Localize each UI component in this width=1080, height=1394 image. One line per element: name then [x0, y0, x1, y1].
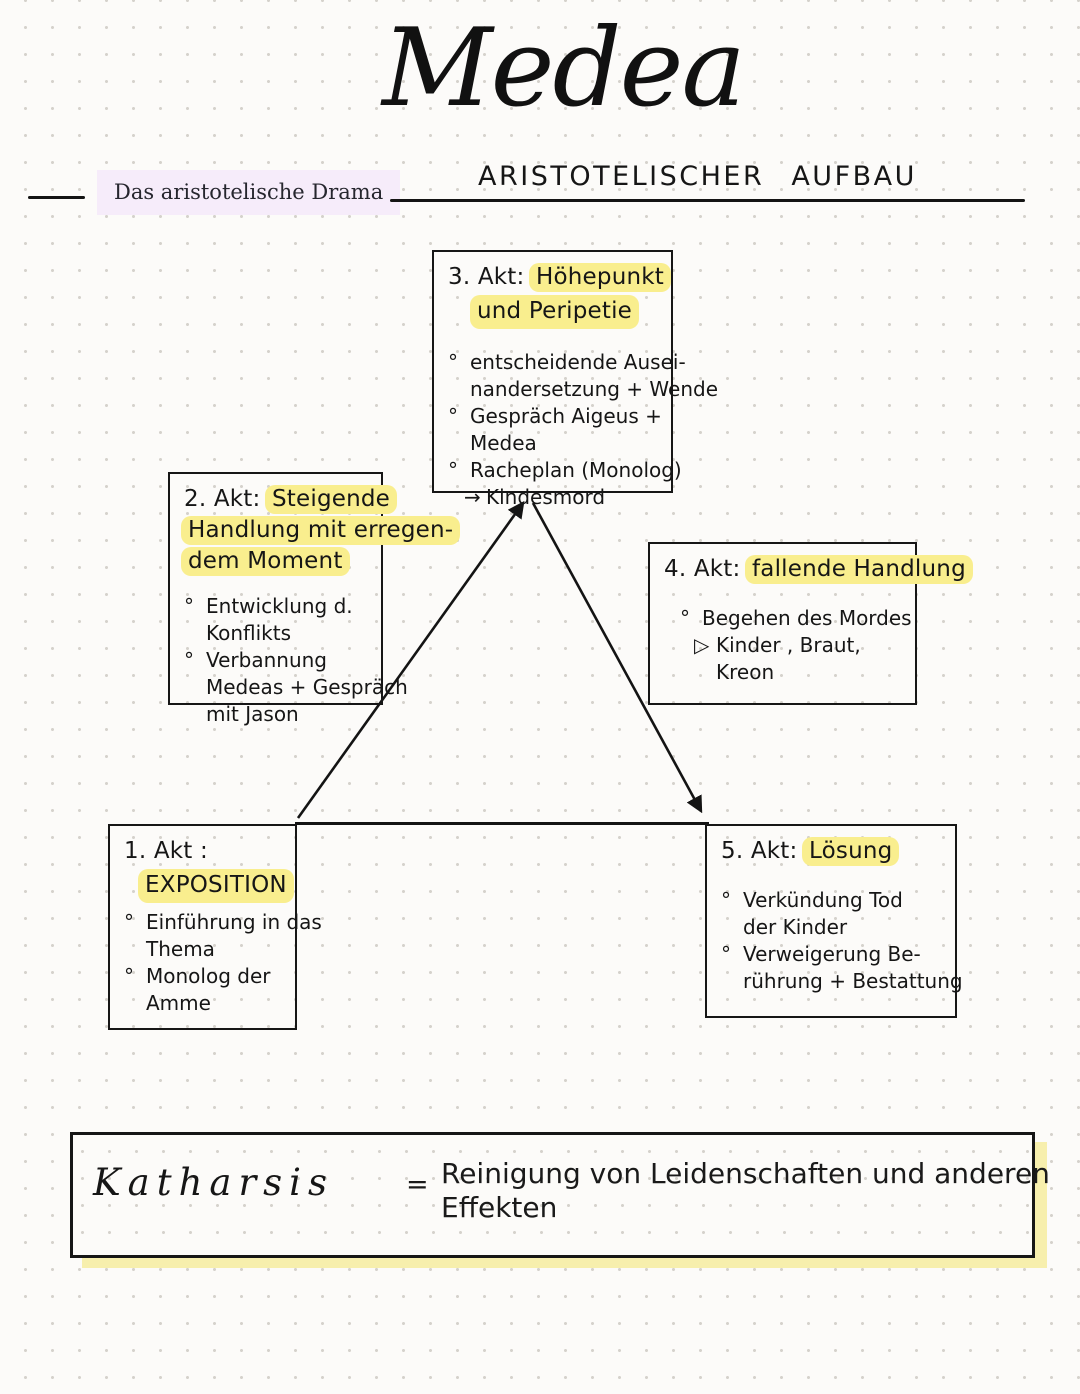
- act3-title: 3. Akt: Höhepunkt und Peripetie: [448, 262, 671, 329]
- bullet-icon: °: [184, 648, 194, 672]
- katharsis-definition: Reinigung von Leidenschaften und anderen…: [441, 1157, 1050, 1225]
- act3-highlight-line2: und Peripetie: [470, 295, 640, 329]
- arrow-right-icon: →: [464, 485, 481, 509]
- topic-label: Das aristotelische Drama: [97, 170, 401, 215]
- baseline-rule: [295, 822, 709, 825]
- note-line: →Kindesmord: [464, 485, 606, 509]
- katharsis-term: Katharsis: [93, 1161, 334, 1204]
- act4-prefix: 4. Akt:: [664, 556, 741, 582]
- act5-notes: °Verkündung Tod der Kinder °Verweigerung…: [721, 887, 963, 995]
- act2-title: 2. Akt: Steigende Handlung mit erregen- …: [181, 484, 461, 577]
- bullet-icon: °: [448, 458, 458, 482]
- bullet-icon: °: [184, 594, 194, 618]
- act1-box: 1. Akt : EXPOSITION °Einführung in das T…: [108, 824, 322, 1030]
- note-line: °Racheplan (Monolog): [448, 458, 682, 482]
- note-line: Kreon: [716, 660, 775, 684]
- act3-highlight-line1: Höhepunkt: [529, 263, 671, 292]
- note-line: °Entwicklung d.: [184, 594, 353, 618]
- note-line: nandersetzung + Wende: [470, 377, 718, 401]
- note-line: Thema: [146, 937, 215, 961]
- note-line: rührung + Bestattung: [743, 969, 963, 993]
- note-line: °Verkündung Tod: [721, 888, 903, 912]
- note-line: °Monolog der: [124, 964, 271, 988]
- katharsis-box: Katharsis = Reinigung von Leidenschaften…: [70, 1132, 1050, 1258]
- act2-highlight-line1: Steigende: [265, 485, 398, 514]
- bullet-icon: °: [721, 942, 731, 966]
- note-line: °Begehen des Mordes: [680, 606, 912, 630]
- act2-highlight-line3: dem Moment: [181, 547, 350, 576]
- bullet-icon: °: [124, 964, 134, 988]
- bullet-icon: °: [124, 910, 134, 934]
- katharsis-definition-line1: Reinigung von Leidenschaften und anderen: [441, 1157, 1050, 1190]
- act2-prefix: 2. Akt:: [184, 486, 261, 512]
- act5-title: 5. Akt: Lösung: [721, 836, 947, 867]
- bullet-icon: °: [721, 888, 731, 912]
- note-line: °entscheidende Ausei-: [448, 350, 686, 374]
- act3-box: 3. Akt: Höhepunkt und Peripetie °entsche…: [432, 250, 718, 509]
- note-line: Medeas + Gespräch: [206, 675, 408, 699]
- note-line: Konflikts: [206, 621, 292, 645]
- act1-notes: °Einführung in das Thema °Monolog der Am…: [124, 909, 322, 1017]
- equals-sign: =: [406, 1169, 429, 1200]
- subtitle-underline: [390, 199, 1025, 202]
- note-line: der Kinder: [743, 915, 848, 939]
- subtitle-heading: ARISTOTELISCHER AUFBAU: [478, 161, 917, 192]
- katharsis-definition-line2: Effekten: [441, 1191, 558, 1224]
- act2-highlight-line2: Handlung mit erregen-: [181, 516, 461, 545]
- note-line: ▷Kinder , Braut,: [694, 633, 861, 657]
- note-line: Medea: [470, 431, 537, 455]
- act2-box: 2. Akt: Steigende Handlung mit erregen- …: [168, 472, 461, 726]
- note-line: mit Jason: [206, 702, 299, 726]
- act5-box: 5. Akt: Lösung °Verkündung Tod der Kinde…: [705, 824, 963, 1018]
- act5-highlight: Lösung: [802, 837, 900, 866]
- note-line: °Einführung in das: [124, 910, 322, 934]
- act3-prefix: 3. Akt:: [448, 264, 525, 290]
- note-line: °Verweigerung Be-: [721, 942, 921, 966]
- note-line: Amme: [146, 991, 211, 1015]
- act1-title: 1. Akt : EXPOSITION: [124, 836, 294, 903]
- act3-notes: °entscheidende Ausei- nandersetzung + We…: [448, 349, 718, 511]
- bullet-icon: °: [448, 404, 458, 428]
- act4-highlight: fallende Handlung: [745, 555, 973, 584]
- note-line: °Gespräch Aigeus +: [448, 404, 662, 428]
- page-title: Medea: [382, 6, 746, 131]
- act4-box: 4. Akt: fallende Handlung °Begehen des M…: [648, 542, 973, 705]
- triangle-bullet-icon: ▷: [694, 633, 710, 657]
- act1-highlight: EXPOSITION: [138, 869, 294, 903]
- bullet-icon: °: [448, 350, 458, 374]
- act4-notes: °Begehen des Mordes ▷Kinder , Braut, Kre…: [664, 605, 912, 686]
- note-line: °Verbannung: [184, 648, 328, 672]
- left-rule-line: [28, 196, 85, 199]
- act2-notes: °Entwicklung d. Konflikts °Verbannung Me…: [184, 593, 408, 728]
- act4-title: 4. Akt: fallende Handlung: [664, 554, 973, 585]
- bullet-icon: °: [680, 606, 690, 630]
- act5-prefix: 5. Akt:: [721, 838, 798, 864]
- act1-prefix: 1. Akt :: [124, 838, 208, 864]
